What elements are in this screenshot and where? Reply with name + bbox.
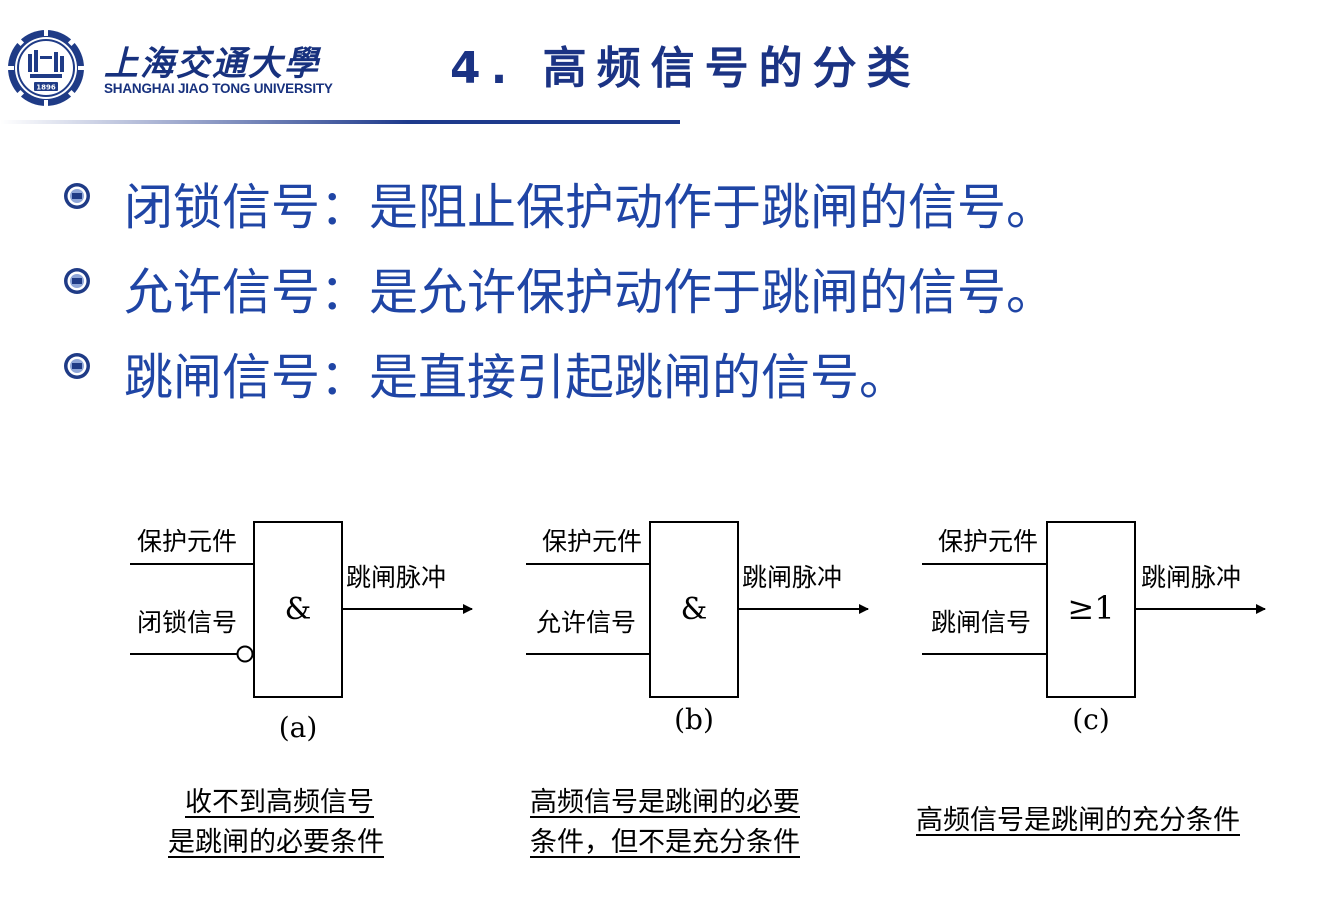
slide-title: 4. 高频信号的分类 xyxy=(450,43,921,94)
diagram-c-label: (c) xyxy=(1072,703,1110,736)
diagram-c-input1-label: 保护元件 xyxy=(938,527,1038,556)
diagram-c-input2-label: 跳闸信号 xyxy=(931,608,1031,637)
logo-chinese-name: 上海交通大學 xyxy=(104,44,320,84)
diagram-a-and-gate-blocking: 保护元件 闭锁信号 & 跳闸脉冲 (a) xyxy=(130,521,473,744)
bullet-blocking-signal: 闭锁信号：是阻止保护动作于跳闸的信号。 xyxy=(124,179,1056,236)
diagram-c-gate-box xyxy=(1046,521,1136,698)
title-divider xyxy=(0,120,680,124)
diagram-a-inverter-bubble xyxy=(236,645,254,663)
diagram-c-gate-symbol: ≥1 xyxy=(1067,589,1114,627)
diagram-a-label: (a) xyxy=(279,711,318,744)
caption-b-line2: 条件，但不是充分条件 xyxy=(530,827,800,858)
bullet-seal-icon xyxy=(64,183,90,209)
diagram-b-gate-symbol: & xyxy=(681,592,708,627)
caption-a-line2: 是跳闸的必要条件 xyxy=(168,827,384,858)
bullet-permissive-signal: 允许信号：是允许保护动作于跳闸的信号。 xyxy=(124,264,1056,321)
diagram-c-or-gate-trip: 保护元件 跳闸信号 ≥1 跳闸脉冲 (c) xyxy=(922,521,1266,736)
logo-english-name: SHANGHAI JIAO TONG UNIVERSITY xyxy=(104,81,333,96)
diagram-a-gate-box xyxy=(253,521,343,698)
diagram-a-output-label: 跳闸脉冲 xyxy=(346,563,446,592)
bullet-trip-signal: 跳闸信号：是直接引起跳闸的信号。 xyxy=(124,349,909,406)
university-logo-seal: 1896 xyxy=(8,30,84,106)
diagram-b-and-gate-permissive: 保护元件 允许信号 & 跳闸脉冲 (b) xyxy=(526,521,869,736)
diagram-b-input2-label: 允许信号 xyxy=(536,608,636,637)
diagram-b-label: (b) xyxy=(674,703,714,736)
diagram-b-gate-box xyxy=(649,521,739,698)
diagram-c-output-label: 跳闸脉冲 xyxy=(1141,563,1241,592)
bullet-seal-icon xyxy=(64,268,90,294)
bullet-seal-icon xyxy=(64,353,90,379)
caption-a-line1: 收不到高频信号 xyxy=(185,787,374,818)
caption-c-line1: 高频信号是跳闸的充分条件 xyxy=(916,805,1240,836)
diagram-a-input1-label: 保护元件 xyxy=(137,527,237,556)
diagram-b-input1-label: 保护元件 xyxy=(542,527,642,556)
diagram-b-output-label: 跳闸脉冲 xyxy=(742,563,842,592)
diagram-a-input2-label: 闭锁信号 xyxy=(137,608,237,637)
diagram-a-gate-symbol: & xyxy=(285,592,312,627)
caption-b-line1: 高频信号是跳闸的必要 xyxy=(530,787,800,818)
logo-year: 1896 xyxy=(36,84,56,92)
